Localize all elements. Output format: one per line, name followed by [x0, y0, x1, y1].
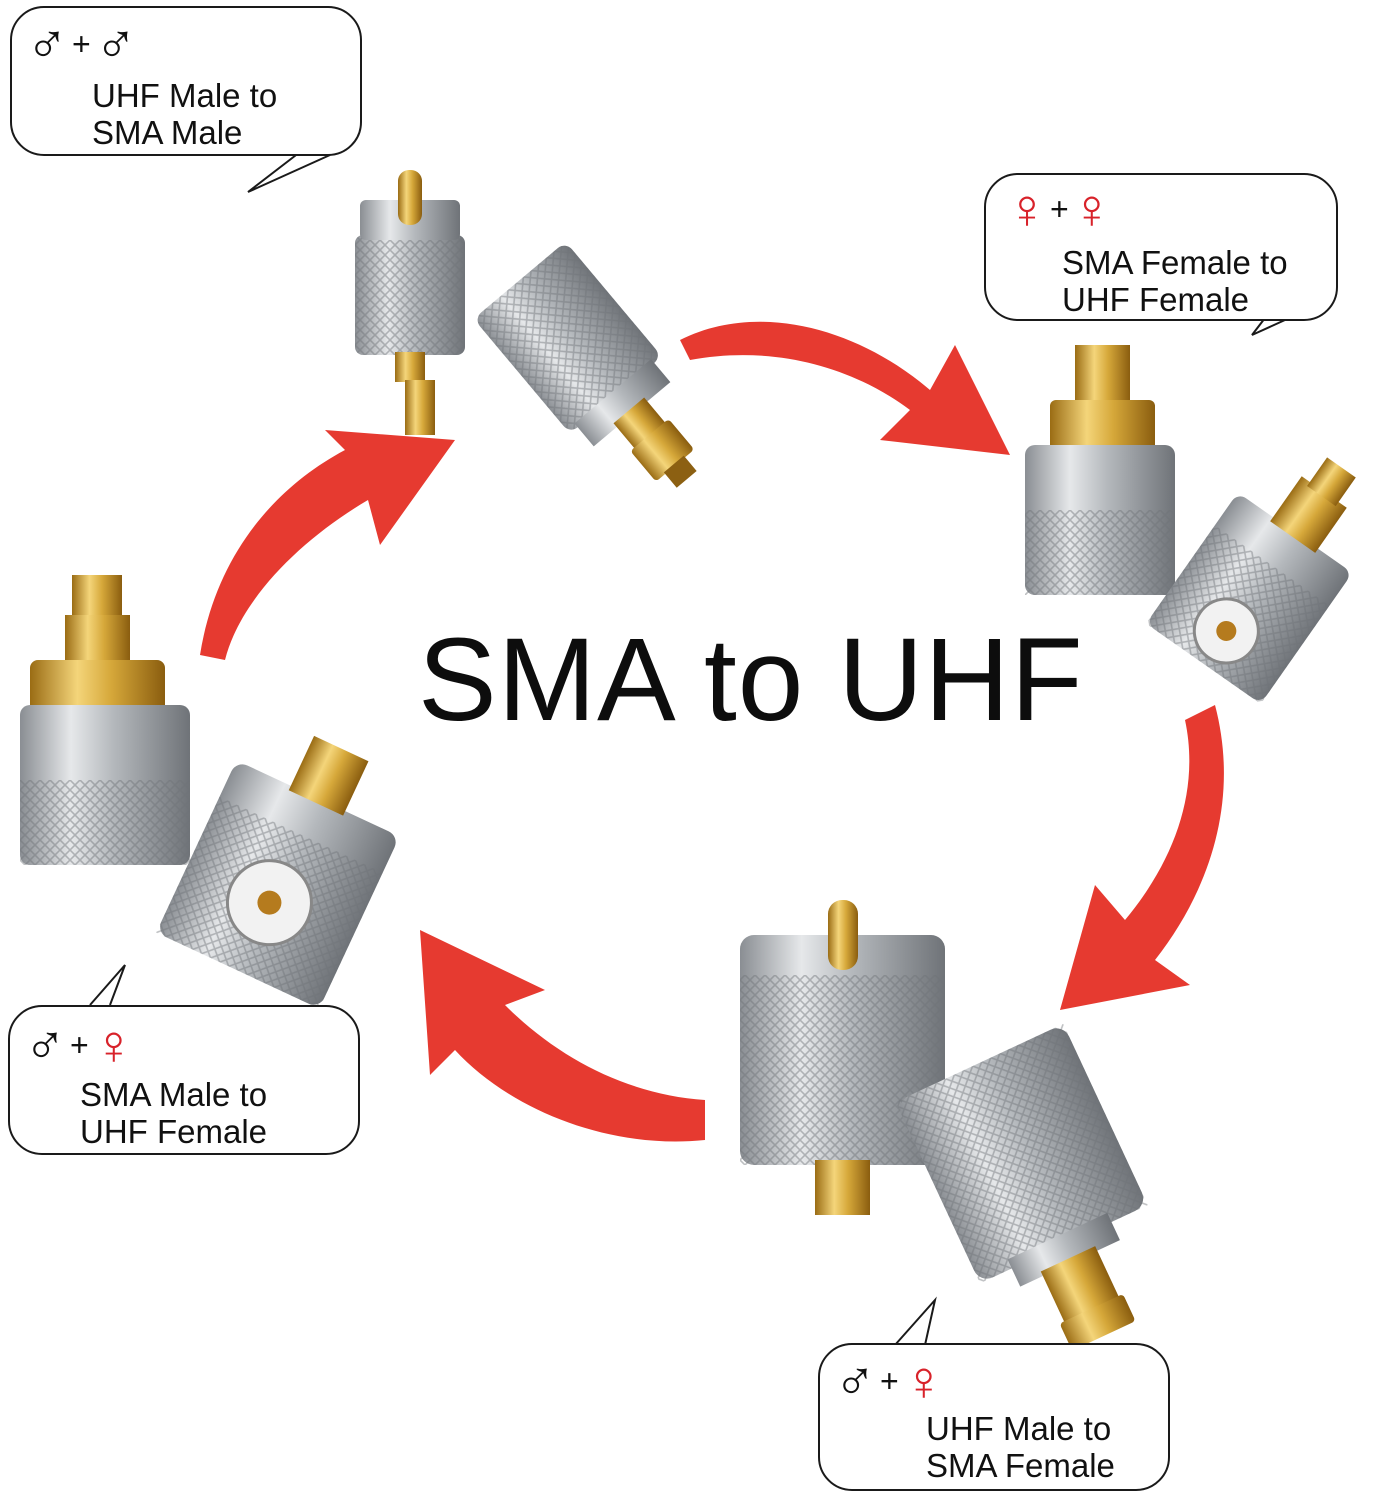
callout-label: UHF Male to SMA Female [926, 1410, 1115, 1485]
female-symbol-icon: ♀ [902, 1349, 945, 1412]
arrow-bottom-left [420, 930, 705, 1142]
female-symbol-icon: ♀ [1070, 177, 1113, 240]
gender-symbols: ♂ + ♂ [26, 16, 137, 72]
arrow-right-down [1060, 705, 1224, 1010]
label-line-2: SMA Female [926, 1446, 1115, 1484]
callout-pointers [89, 151, 1286, 1346]
connector-uhf-male-sma-male-upright [355, 170, 465, 435]
male-symbol-icon: ♂ [26, 12, 68, 75]
label-line-1: SMA Male to [80, 1076, 268, 1113]
connector-uhf-male-sma-female-angled [895, 1023, 1148, 1350]
pointer-left [89, 964, 126, 1006]
callout-label: SMA Female to UHF Female [1062, 244, 1288, 319]
arrow-top-right [680, 321, 1010, 455]
callout-label: SMA Male to UHF Female [80, 1076, 268, 1151]
connector-uhf-male-sma-female-upright [740, 900, 945, 1215]
female-symbol-icon: ♀ [92, 1013, 135, 1076]
label-line-1: SMA Female to [1062, 244, 1288, 281]
gender-symbols: ♂ + ♀ [24, 1017, 135, 1073]
label-line-1: UHF Male to [926, 1410, 1112, 1447]
label-line-1: UHF Male to [92, 77, 278, 114]
plus-sign: + [72, 25, 91, 62]
gender-symbols: ♀ + ♀ [1006, 181, 1113, 237]
plus-sign: + [1050, 190, 1069, 227]
male-symbol-icon: ♂ [834, 1349, 876, 1412]
connector-sma-male-uhf-female-upright [20, 575, 190, 865]
pointer-bottom [894, 1296, 937, 1346]
male-symbol-icon: ♂ [94, 12, 137, 75]
label-line-2: SMA Male [92, 113, 243, 151]
label-line-2: UHF Female [1062, 280, 1250, 318]
callout-top: ♂ + ♂ UHF Male to SMA Male [10, 6, 362, 156]
pointer-top [247, 151, 331, 193]
connector-sma-female-uhf-female-angled [1146, 457, 1356, 704]
page-title: SMA to UHF [418, 614, 1084, 746]
pointer-right [1251, 317, 1286, 336]
arrow-left-up [200, 430, 455, 660]
connector-sma-male-uhf-female-angled [156, 735, 396, 1009]
connector-uhf-male-sma-male-angled [477, 245, 697, 488]
callout-left: ♂ + ♀ SMA Male to UHF Female [8, 1005, 360, 1155]
gender-symbols: ♂ + ♀ [834, 1353, 945, 1409]
callout-bottom: ♂ + ♀ UHF Male to SMA Female [818, 1343, 1170, 1491]
female-symbol-icon: ♀ [1006, 177, 1048, 240]
connector-sma-female-uhf-female-upright [1025, 345, 1175, 595]
callout-right: ♀ + ♀ SMA Female to UHF Female [984, 173, 1338, 321]
male-symbol-icon: ♂ [24, 1013, 66, 1076]
label-line-2: UHF Female [80, 1112, 268, 1150]
callout-label: UHF Male to SMA Male [92, 77, 278, 152]
plus-sign: + [880, 1362, 899, 1399]
plus-sign: + [70, 1026, 89, 1063]
